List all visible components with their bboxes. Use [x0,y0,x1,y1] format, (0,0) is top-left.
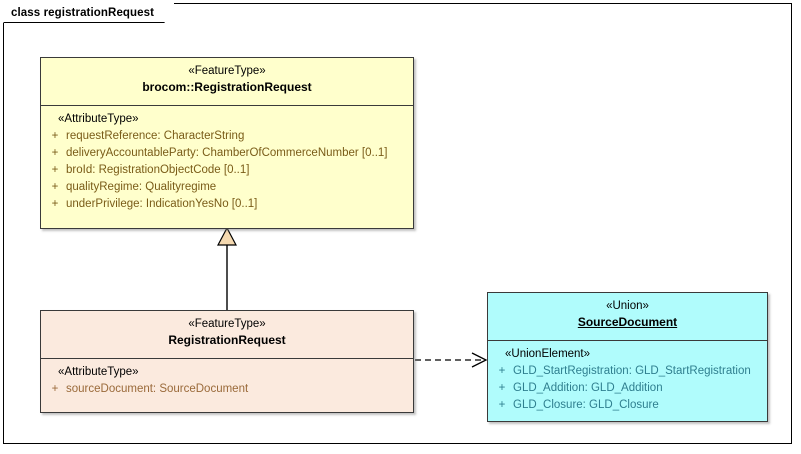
class-stereotype: «FeatureType» [188,318,266,330]
class-stereotype: «Union» [606,300,649,312]
class-box-sourcedocument[interactable]: «Union» SourceDocument «UnionElement» + … [487,292,768,422]
attribute-text: GLD_Closure: GLD_Closure [513,399,659,411]
attribute-row[interactable]: + broId: RegistrationObjectCode [0..1] [44,162,410,179]
attribute-text: deliveryAccountableParty: ChamberOfComme… [66,147,388,159]
attributes-compartment: «AttributeType» + requestReference: Char… [41,106,413,228]
attribute-row[interactable]: + GLD_StartRegistration: GLD_StartRegist… [491,363,764,380]
class-header: «FeatureType» RegistrationRequest [41,311,413,359]
attribute-row[interactable]: + requestReference: CharacterString [44,128,410,145]
attribute-row[interactable]: + underPrivilege: IndicationYesNo [0..1] [44,196,410,213]
attribute-row[interactable]: + GLD_Closure: GLD_Closure [491,397,764,414]
diagram-title: class registrationRequest [11,6,155,19]
attribute-visibility: + [51,198,59,210]
attributes-compartment: «UnionElement» + GLD_StartRegistration: … [488,341,767,421]
attribute-text: broId: RegistrationObjectCode [0..1] [66,164,250,176]
diagram-frame [3,3,792,444]
attribute-visibility: + [51,147,59,159]
attribute-text: GLD_Addition: GLD_Addition [513,382,663,394]
class-header: «Union» SourceDocument [488,293,767,341]
attribute-text: underPrivilege: IndicationYesNo [0..1] [66,198,258,210]
attribute-text: requestReference: CharacterString [66,130,245,142]
attribute-visibility: + [498,382,506,394]
class-stereotype: «FeatureType» [188,65,266,77]
attribute-text: qualityRegime: Qualityregime [66,181,217,193]
class-name: SourceDocument [577,315,678,329]
attribute-row[interactable]: + deliveryAccountableParty: ChamberOfCom… [44,145,410,162]
class-header: «FeatureType» brocom::RegistrationReques… [41,58,413,106]
attribute-visibility: + [51,383,59,395]
compartment-stereotype: «UnionElement» [505,348,591,360]
attribute-row[interactable]: + qualityRegime: Qualityregime [44,179,410,196]
compartment-stereotype: «AttributeType» [58,113,139,125]
attribute-visibility: + [498,399,506,411]
class-box-brocom-registrationrequest[interactable]: «FeatureType» brocom::RegistrationReques… [40,57,414,229]
class-box-registrationrequest[interactable]: «FeatureType» RegistrationRequest «Attri… [40,310,414,413]
attributes-compartment: «AttributeType» + sourceDocument: Source… [41,359,413,412]
attribute-visibility: + [51,181,59,193]
attribute-visibility: + [51,130,59,142]
attribute-row[interactable]: + GLD_Addition: GLD_Addition [491,380,764,397]
attribute-visibility: + [51,164,59,176]
compartment-stereotype: «AttributeType» [58,366,139,378]
class-name: RegistrationRequest [168,333,286,347]
diagram-frame-tab: class registrationRequest [3,3,175,22]
attribute-text: GLD_StartRegistration: GLD_StartRegistra… [513,365,751,377]
attribute-visibility: + [498,365,506,377]
attribute-text: sourceDocument: SourceDocument [66,383,249,395]
attribute-row[interactable]: + sourceDocument: SourceDocument [44,381,410,398]
class-name: brocom::RegistrationRequest [142,80,312,94]
